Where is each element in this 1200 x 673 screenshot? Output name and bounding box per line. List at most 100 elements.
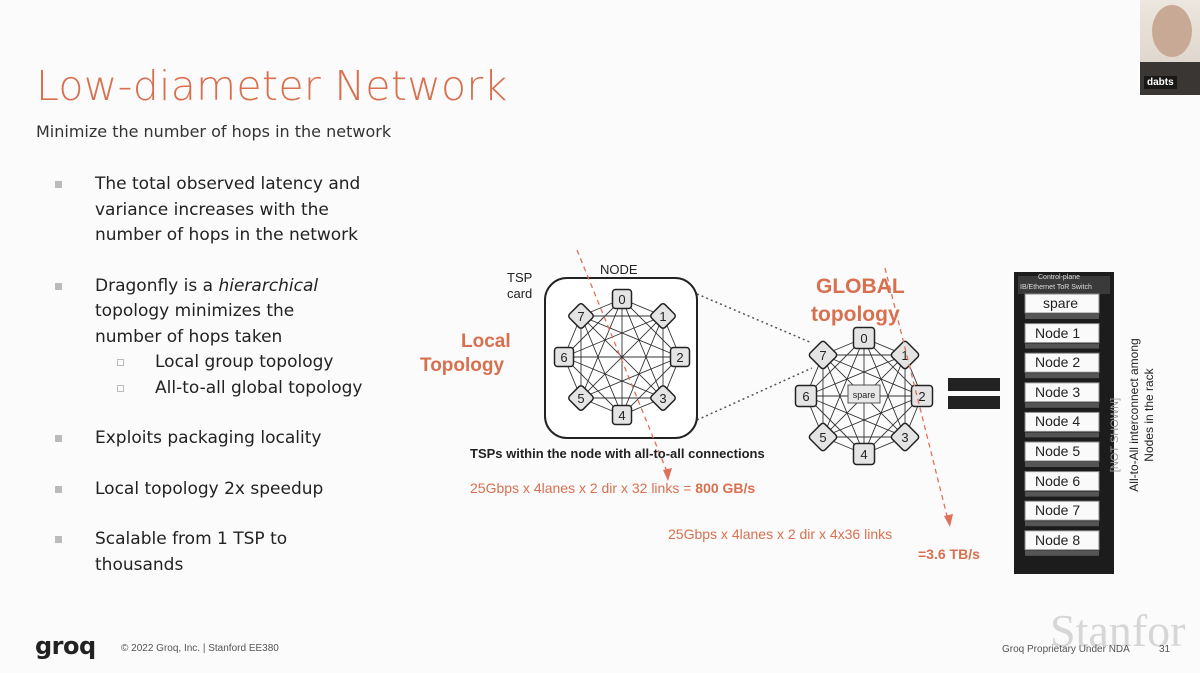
hollow-square-icon (117, 359, 124, 366)
local-link (580, 356, 681, 399)
global-tsp-box (890, 340, 920, 370)
local-tsp-id: 1 (659, 309, 666, 324)
global-link (822, 354, 923, 397)
rack-slot-label: Node 2 (1035, 354, 1081, 371)
bullet-text: Local topology 2x speedup (95, 478, 324, 499)
rack-slot (1024, 352, 1100, 373)
rack-slot-vent (1025, 343, 1099, 349)
bandwidth-local: 25Gbps x 4lanes x 2 dir x 32 links = 800… (470, 480, 756, 496)
global-spare-box (847, 384, 881, 404)
slide-subtitle: Minimize the number of hops in the netwo… (36, 122, 392, 141)
rack-slot (1024, 293, 1100, 314)
bandwidth-global: 25Gbps x 4lanes x 2 dir x 4x36 links (668, 526, 893, 542)
global-tsp-node: 6 (794, 384, 818, 408)
global-tsp-id: 5 (819, 430, 826, 445)
interconnect-label-1: All-to-All interconnect among (1127, 338, 1141, 492)
local-label-line1: Local (461, 331, 511, 352)
global-link (822, 395, 923, 438)
global-tsp-id: 4 (860, 447, 867, 462)
global-tsp-box (852, 326, 876, 350)
global-link (863, 337, 906, 438)
equals-bar-top (948, 378, 1000, 391)
bullet-emphasis: hierarchical (218, 275, 319, 296)
rack-header-1: Control-plane (1038, 274, 1081, 281)
node-label: NODE (600, 262, 638, 277)
bullet-square-icon (55, 536, 62, 543)
local-tsp-box (568, 385, 594, 411)
bullet-square-icon (55, 485, 62, 493)
global-tsp-box (890, 422, 920, 452)
bullet-latency: The total observed latency and variance … (52, 172, 452, 249)
global-link (805, 395, 906, 438)
local-tsp-box (611, 288, 633, 310)
bullet-text: The total observed latency and variance … (95, 174, 361, 245)
zoom-line-bottom (696, 367, 813, 421)
local-tsp-node: 4 (611, 404, 633, 426)
rack-slot-label: Node 3 (1035, 383, 1081, 400)
global-tsp-node: 3 (890, 422, 920, 452)
local-tsp-box (650, 303, 676, 329)
footer-proprietary: Groq Proprietary Under NDA (1002, 644, 1130, 655)
slide-title: Low-diameter Network (36, 62, 508, 110)
global-tsp-box (808, 340, 838, 370)
bullet-text: Dragonfly is a hierarchical topology min… (95, 275, 319, 347)
rack-slot (1024, 382, 1100, 403)
global-tsp-box (808, 422, 838, 452)
global-tsp-id: 2 (918, 389, 925, 404)
local-tsp-id: 4 (618, 408, 625, 423)
arrow-global-head (944, 514, 953, 527)
global-tsp-id: 7 (819, 348, 826, 363)
stanford-watermark: Stanfor (1050, 605, 1186, 656)
global-tsp-node: 1 (890, 340, 920, 370)
rack-slot-label: Node 1 (1035, 324, 1081, 341)
bullet-speedup: Local topology 2x speedup (52, 477, 452, 503)
rack-slot-vent (1025, 491, 1099, 497)
local-link (621, 298, 664, 399)
rack-slots (1024, 293, 1100, 556)
global-tsp-node: 5 (808, 422, 838, 452)
local-link (580, 298, 623, 399)
arrow-local-head (663, 468, 672, 481)
rack-slot-vent (1025, 373, 1099, 379)
tsp-within-caption: TSPs within the node with all-to-all con… (470, 446, 765, 461)
bullet-text: Exploits packaging locality (95, 428, 322, 448)
rack-slot (1024, 471, 1100, 492)
rack-slot (1024, 441, 1100, 462)
bandwidth-global-total: =3.6 TB/s (918, 546, 980, 562)
global-tsp-node: 2 (910, 384, 934, 408)
global-tsp-box (794, 384, 818, 408)
local-tsp-id: 6 (560, 350, 567, 365)
local-tsp-box (611, 404, 633, 426)
global-label-line1: GLOBAL (816, 275, 905, 298)
hollow-square-icon (117, 384, 124, 392)
local-tsp-box (669, 346, 691, 368)
page-number: 31 (1159, 644, 1171, 655)
rack-slot-label: Node 8 (1035, 531, 1081, 548)
global-tsp-node: 4 (852, 442, 876, 466)
local-link (563, 356, 664, 399)
rack-slot-vent (1025, 550, 1099, 556)
local-tsp-id: 5 (577, 391, 584, 406)
local-tsp-node: 7 (568, 303, 594, 329)
rack-slot-vent (1025, 432, 1099, 438)
rack-slot (1024, 411, 1100, 432)
local-link (580, 315, 623, 416)
bullet-list: The total observed latency and variance … (52, 172, 452, 603)
local-tsp-node: 5 (568, 385, 594, 411)
local-tsp-id: 0 (618, 292, 625, 307)
groq-logo: groq (35, 632, 96, 660)
local-tsp-node: 2 (669, 346, 691, 368)
global-tsp-id: 1 (901, 348, 908, 363)
global-tsp-id: 0 (860, 331, 867, 346)
sub-bullet-local: Local group topology (95, 350, 452, 376)
local-link (580, 315, 664, 399)
local-tsp-id: 3 (659, 391, 666, 406)
bullet-locality: Exploits packaging locality (52, 426, 452, 452)
global-tsp-node: 0 (852, 326, 876, 350)
global-link (822, 354, 865, 455)
zoom-line-top (696, 293, 813, 344)
bullet-dragonfly: Dragonfly is a hierarchical topology min… (52, 274, 452, 402)
local-tsp-box (650, 385, 676, 411)
local-link (563, 315, 664, 358)
